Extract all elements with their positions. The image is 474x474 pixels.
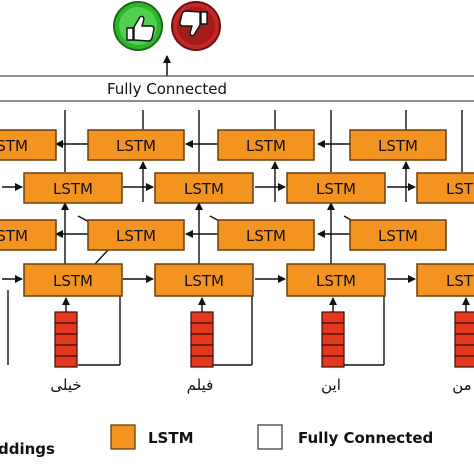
lstm-cell-label: LSTM [378, 137, 418, 155]
token-word: فیلم [187, 376, 214, 394]
embedding-cell [321, 355, 345, 368]
lstm-cell [286, 172, 386, 204]
lstm-cell [349, 129, 447, 161]
legend: ddings LSTM Fully Connected [0, 424, 433, 458]
lstm-cell [416, 172, 474, 204]
lstm-cell [23, 172, 123, 204]
lstm-cell-label: LSTM [0, 137, 28, 155]
lstm-cell [286, 263, 386, 297]
lstm-cell-label: LSTM [116, 137, 156, 155]
legend-lstm-swatch [110, 424, 136, 450]
legend-lstm-label: LSTM [148, 429, 194, 447]
lstm-cell-label: LSTM [316, 272, 356, 290]
legend-fc-swatch [257, 424, 283, 450]
lstm-cell-label: LSTM [184, 180, 224, 198]
lstm-cell-label: LSTM [446, 272, 474, 290]
embedding-cell [54, 333, 78, 346]
lstm-cell-label: LSTM [446, 180, 474, 198]
embedding-cell [321, 344, 345, 357]
lstm-cell [217, 219, 315, 251]
lstm-cell-label: LSTM [316, 180, 356, 198]
lstm-cell [0, 219, 57, 251]
lstm-cell [154, 172, 254, 204]
lstm-cell-label: LSTM [378, 227, 418, 245]
thumbs-down-icon [171, 1, 221, 51]
lstm-cell [217, 129, 315, 161]
embedding-cell [454, 322, 474, 335]
lstm-cell [416, 263, 474, 297]
embedding-cell [190, 322, 214, 335]
lstm-cell-label: LSTM [53, 180, 93, 198]
embedding-cell [454, 344, 474, 357]
lstm-cell-label: LSTM [0, 227, 28, 245]
lstm-cell [154, 263, 254, 297]
embedding-cell [190, 355, 214, 368]
lstm-row-4: LSTM LSTM LSTM LSTM [23, 263, 474, 297]
lstm-row-2: LSTM LSTM LSTM LSTM [23, 172, 474, 204]
token-word: خیلی [50, 376, 81, 394]
embedding-cell [190, 333, 214, 346]
fully-connected-label: Fully Connected [107, 80, 227, 98]
embedding-cell [321, 333, 345, 346]
embedding-cell [54, 311, 78, 324]
lstm-cell-label: LSTM [53, 272, 93, 290]
embedding-cell [454, 355, 474, 368]
lstm-cell [0, 129, 57, 161]
legend-embeddings-label: ddings [0, 440, 55, 458]
lstm-cell [23, 263, 123, 297]
embedding-cell [190, 311, 214, 324]
embedding-cell [54, 322, 78, 335]
lstm-cell-label: LSTM [184, 272, 224, 290]
token-word: من [452, 376, 471, 394]
lstm-row-3: LSTM LSTM LSTM LSTM [0, 219, 447, 251]
embedding-stacks [54, 311, 474, 368]
lstm-cell-label: LSTM [246, 227, 286, 245]
fully-connected-layer [0, 75, 474, 102]
embedding-cell [190, 344, 214, 357]
legend-fc-label: Fully Connected [298, 429, 433, 447]
lstm-cell [87, 129, 185, 161]
embedding-cell [54, 344, 78, 357]
embedding-cell [454, 311, 474, 324]
lstm-cell-label: LSTM [116, 227, 156, 245]
thumbs-up-icon [113, 1, 163, 51]
token-word: این [321, 376, 341, 394]
lstm-row-1: LSTM LSTM LSTM LSTM [0, 129, 447, 161]
lstm-cell-label: LSTM [246, 137, 286, 155]
lstm-cell [349, 219, 447, 251]
embedding-cell [54, 355, 78, 368]
embedding-cell [454, 333, 474, 346]
embedding-cell [321, 311, 345, 324]
recurrent-arrows [2, 140, 416, 283]
lstm-cell [87, 219, 185, 251]
embedding-cell [321, 322, 345, 335]
